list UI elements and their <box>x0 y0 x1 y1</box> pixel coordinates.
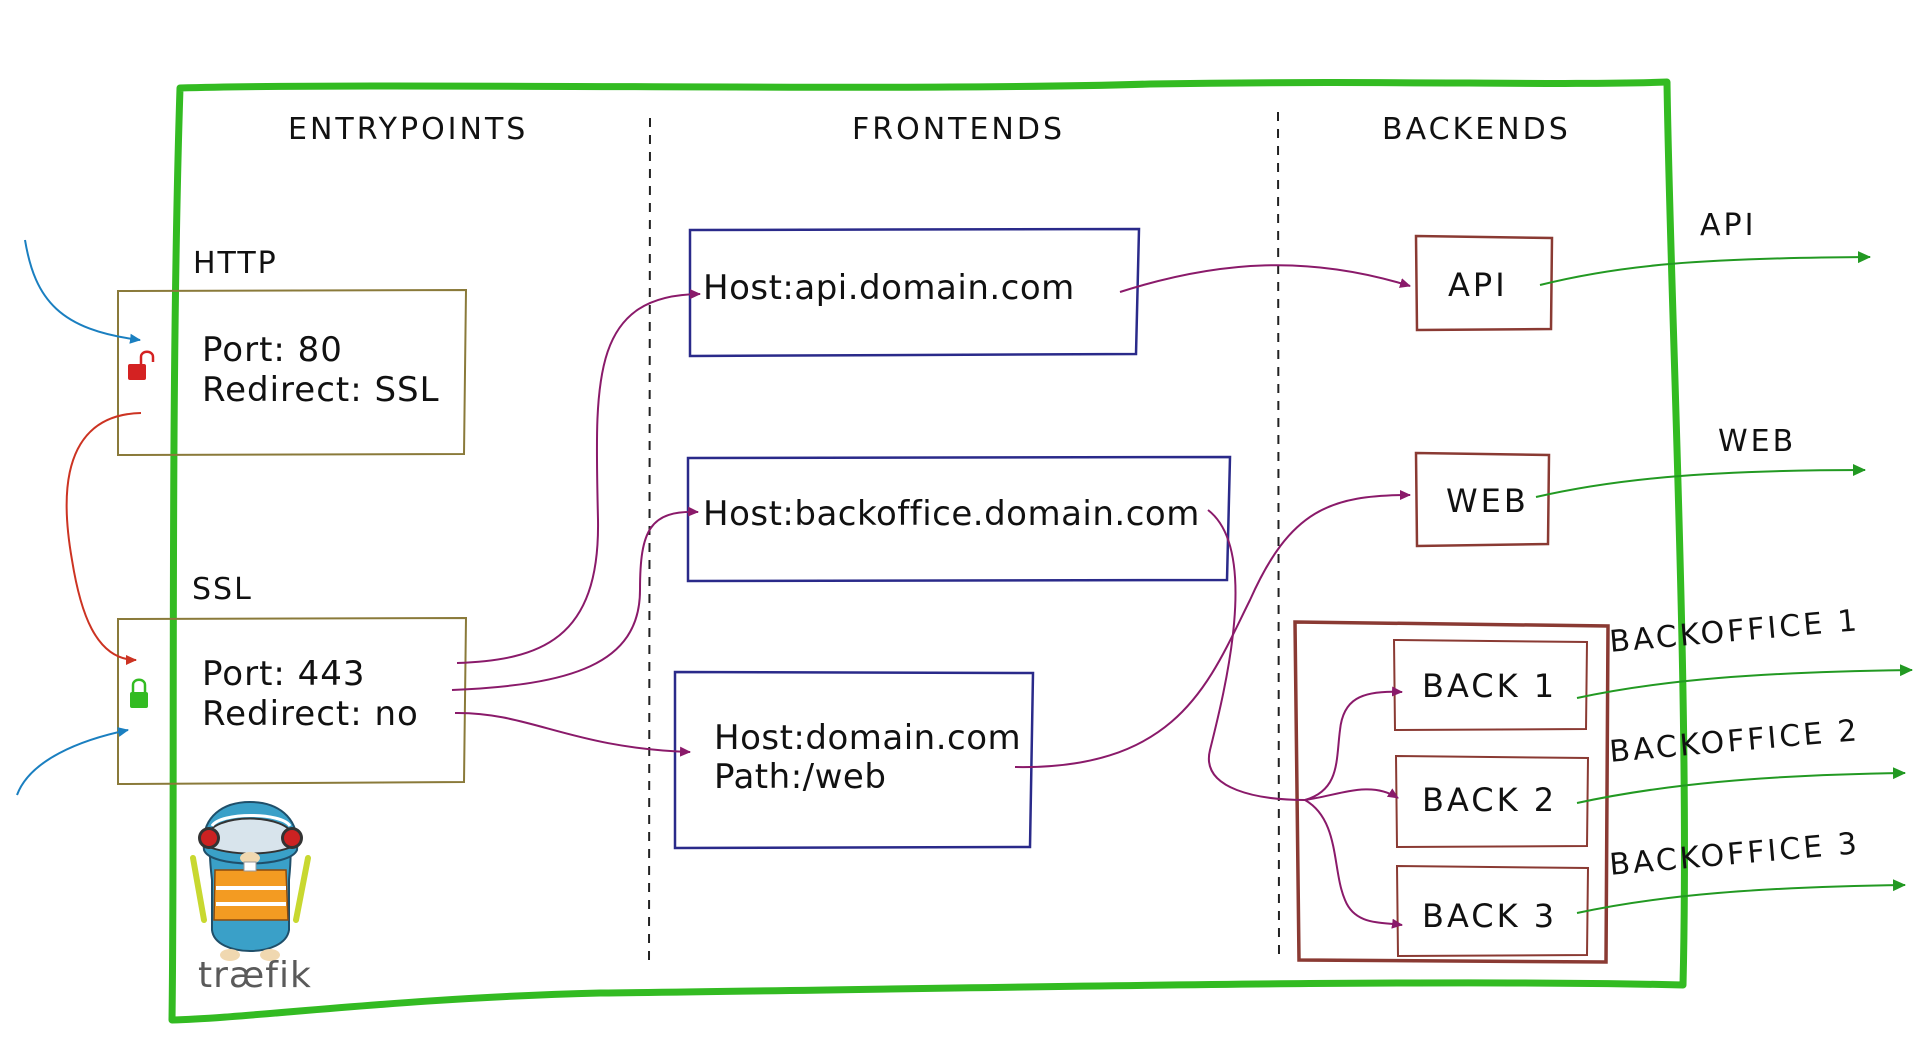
unlocked-padlock-icon <box>128 350 155 380</box>
gopher-mascot-icon <box>190 800 311 961</box>
output-api-arrow <box>1539 251 1871 286</box>
incoming-http-arrow <box>24 239 141 344</box>
traefik-frame <box>168 78 1688 1024</box>
redirect-http-to-ssl-arrow <box>65 412 142 665</box>
backoffice-group-box <box>1293 620 1610 964</box>
entrypoints-column-header: ENTRYPOINTS <box>288 112 529 147</box>
output-api-label: API <box>1700 208 1757 243</box>
backend-web-box <box>1414 451 1551 548</box>
traefik-logo-text: træfik <box>198 955 312 996</box>
http-redirect: Redirect: SSL <box>202 370 440 410</box>
locked-padlock-icon <box>130 678 148 708</box>
route-group-to-back2 <box>1304 788 1399 801</box>
route-backoffice-frontend-to-group <box>1207 509 1306 801</box>
http-port: Port: 80 <box>202 330 343 370</box>
route-group-to-back3 <box>1304 799 1403 929</box>
frontend-api-rule: Host:api.domain.com <box>703 268 1075 308</box>
ssl-entrypoint-name: SSL <box>192 572 253 607</box>
incoming-ssl-arrow <box>16 727 129 796</box>
frontend-api-box <box>688 227 1141 358</box>
output-backoffice2-arrow <box>1576 767 1906 804</box>
backend-back1-box <box>1392 638 1589 732</box>
route-group-to-back1 <box>1304 686 1403 801</box>
frontend-web-box <box>673 670 1035 850</box>
backend-back3-label: BACK 3 <box>1422 897 1558 935</box>
route-ssl-to-web-frontend <box>454 711 691 757</box>
frontend-backoffice-rule: Host:backoffice.domain.com <box>703 494 1200 534</box>
backend-back1-label: BACK 1 <box>1422 667 1558 705</box>
route-ssl-to-api-frontend <box>456 289 701 664</box>
frontend-backoffice-box <box>686 455 1232 583</box>
frontend-web-path-rule: Path:/web <box>714 757 887 797</box>
output-backoffice3-arrow <box>1576 879 1906 914</box>
frontends-column-header: FRONTENDS <box>852 112 1066 147</box>
backend-api-label: API <box>1448 266 1508 304</box>
ssl-port: Port: 443 <box>202 654 366 694</box>
route-web-frontend-to-web-backend <box>1014 490 1411 769</box>
frontend-web-host-rule: Host:domain.com <box>714 718 1022 758</box>
output-web-label: WEB <box>1718 424 1797 459</box>
backend-back2-label: BACK 2 <box>1422 781 1558 819</box>
route-ssl-to-backoffice-frontend <box>451 506 699 691</box>
route-api-frontend-to-api-backend <box>1119 264 1411 293</box>
separator-entry-frontend <box>648 117 651 969</box>
backend-api-box <box>1414 234 1554 332</box>
separator-frontend-backend <box>1277 111 1280 959</box>
output-backoffice1-arrow <box>1576 664 1913 699</box>
output-web-arrow <box>1535 464 1866 498</box>
backends-column-header: BACKENDS <box>1382 112 1571 147</box>
backend-back2-box <box>1394 754 1590 849</box>
http-entrypoint-box <box>117 288 468 457</box>
backend-web-label: WEB <box>1446 482 1529 520</box>
ssl-redirect: Redirect: no <box>202 694 419 734</box>
http-entrypoint-name: HTTP <box>193 246 278 281</box>
